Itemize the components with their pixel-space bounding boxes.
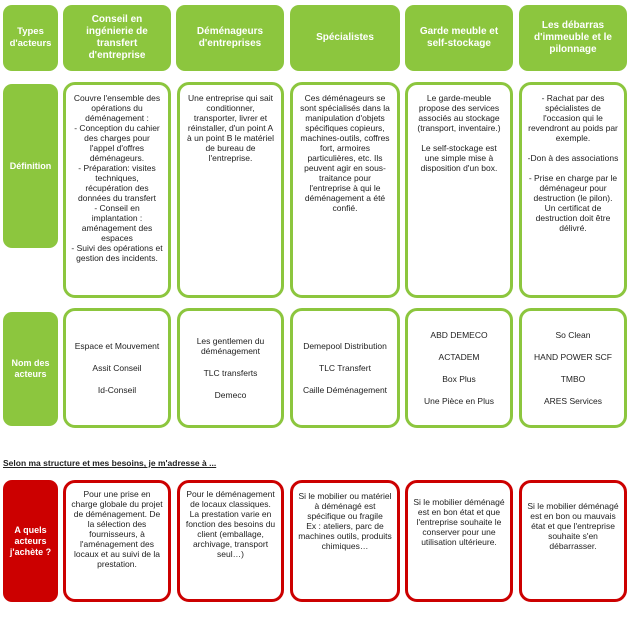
column-header-demenageurs: Déménageurs d'entreprises [176, 5, 284, 71]
definition-text: Une entreprise qui sait conditionner, tr… [187, 93, 274, 163]
actor-name: TLC Transfert [319, 363, 371, 373]
definition-cell-demenageurs: Une entreprise qui sait conditionner, tr… [177, 82, 284, 298]
actor-name: Demeco [214, 390, 247, 400]
quels-cell-conseil: Pour une prise en charge globale du proj… [63, 480, 171, 602]
definition-text: - Rachat par des spécialistes de l'occas… [527, 93, 619, 233]
quels-text: Pour le déménagement de locaux classique… [185, 489, 276, 559]
separator-text: Selon ma structure et mes besoins, je m'… [3, 458, 217, 468]
definition-text: Couvre l'ensemble des opérations du démé… [71, 93, 163, 263]
definition-text: Le garde-meuble propose des services ass… [417, 93, 501, 173]
quels-text: Si le mobilier déménagé est en bon ou ma… [527, 501, 619, 551]
actor-name: HAND POWER SCF [534, 352, 612, 362]
quels-text: Si le mobilier ou matériel à déménagé es… [298, 491, 392, 551]
names-cell-debarras: So Clean HAND POWER SCF TMBO ARES Servic… [519, 308, 627, 428]
row-label-quels-acteurs: A quels acteurs j'achète ? [3, 480, 58, 602]
actor-name: Espace et Mouvement [74, 341, 160, 351]
types-acteurs-header: Types d'acteurs [3, 5, 58, 71]
names-cell-conseil: Espace et Mouvement Assit Conseil Id-Con… [63, 308, 171, 428]
column-header-garde-meuble: Garde meuble et self-stockage [405, 5, 513, 71]
definition-cell-specialistes: Ces déménageurs se sont spécialisés dans… [290, 82, 400, 298]
actor-name: So Clean [555, 330, 591, 340]
actor-name: Caille Déménagement [302, 385, 388, 395]
actor-name: TMBO [560, 374, 586, 384]
definition-cell-debarras: - Rachat par des spécialistes de l'occas… [519, 82, 627, 298]
quels-cell-specialistes: Si le mobilier ou matériel à déménagé es… [290, 480, 400, 602]
quels-cell-garde-meuble: Si le mobilier déménagé est en bon état … [405, 480, 513, 602]
actor-name: Demepool Distribution [303, 341, 387, 351]
definition-cell-garde-meuble: Le garde-meuble propose des services ass… [405, 82, 513, 298]
actor-name: Assit Conseil [92, 363, 142, 373]
quels-cell-debarras: Si le mobilier déménagé est en bon ou ma… [519, 480, 627, 602]
actor-name: ARES Services [543, 396, 603, 406]
actor-name: ACTADEM [438, 352, 480, 362]
definition-cell-conseil: Couvre l'ensemble des opérations du démé… [63, 82, 171, 298]
quels-text: Pour une prise en charge globale du proj… [71, 489, 163, 569]
actor-name: Une Pièce en Plus [424, 396, 494, 406]
row-label-noms: Nom des acteurs [3, 312, 58, 426]
definition-text: Ces déménageurs se sont spécialisés dans… [300, 93, 390, 213]
names-cell-specialistes: Demepool Distribution TLC Transfert Cail… [290, 308, 400, 428]
actor-name: ABD DEMECO [430, 330, 488, 340]
names-cell-garde-meuble: ABD DEMECO ACTADEM Box Plus Une Pièce en… [405, 308, 513, 428]
quels-text: Si le mobilier déménagé est en bon état … [413, 497, 505, 547]
quels-cell-demenageurs: Pour le déménagement de locaux classique… [177, 480, 284, 602]
row-label-definition: Définition [3, 84, 58, 248]
actor-name: Box Plus [442, 374, 476, 384]
column-header-conseil: Conseil en ingénierie de transfert d'ent… [63, 5, 171, 71]
actor-name: Id-Conseil [97, 385, 137, 395]
actor-name: Les gentlemen du déménagement [196, 336, 265, 356]
column-header-specialistes: Spécialistes [290, 5, 400, 71]
names-cell-demenageurs: Les gentlemen du déménagement TLC transf… [177, 308, 284, 428]
actor-name: TLC transferts [203, 368, 258, 378]
column-header-debarras: Les débarras d'immeuble et le pilonnage [519, 5, 627, 71]
